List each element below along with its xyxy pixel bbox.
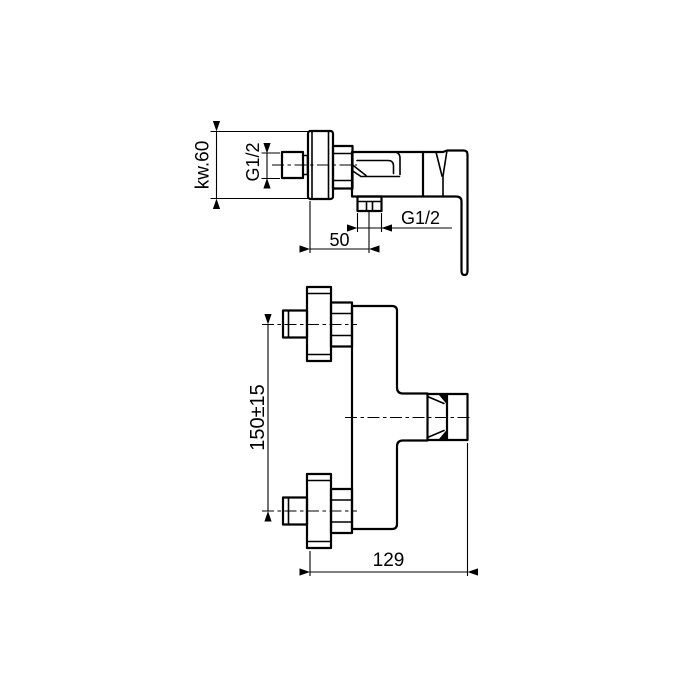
cone-edge [426,429,445,439]
dimension-label-wall-to-outlet: 50 [329,230,349,250]
dimension-outlet-thread: G1/2 [347,208,452,232]
front-view: 150±15 129 [247,285,478,576]
cone-fill [439,395,447,405]
outlet-nipple-facets [356,200,383,212]
hex-nut [331,144,354,190]
channel-inner-wall [356,159,395,175]
cone-edge [426,395,445,405]
mixer-body-outline [350,304,429,531]
upper-inlet-assembly [281,285,354,363]
dimension-overall-depth: 129 [299,443,478,576]
channel-outer-wall [394,151,401,176]
mixer-body-outline [350,149,469,277]
dimension-label-outlet-thread: G1/2 [401,208,440,228]
dimension-flange-size: kw.60 [193,121,309,209]
dimension-label-flange-size: kw.60 [193,141,214,190]
dimension-label-inlet-thread: G1/2 [243,142,263,181]
cone-fill [439,429,447,439]
dimension-label-overall-depth: 129 [373,550,405,571]
outlet-nipple [356,195,383,213]
dimension-wall-to-outlet: 50 [299,201,380,253]
dimension-label-inlet-spacing: 150±15 [247,384,269,451]
dimension-inlet-spacing: 150±15 [247,314,272,522]
cartridge-and-knob [426,392,469,442]
top-view: kw.60 G1/2 50 G1/2 [193,121,469,277]
dimension-inlet-thread: G1/2 [243,142,280,189]
handle-hub-lines [435,149,448,197]
channel-bottom-lines [351,163,401,178]
